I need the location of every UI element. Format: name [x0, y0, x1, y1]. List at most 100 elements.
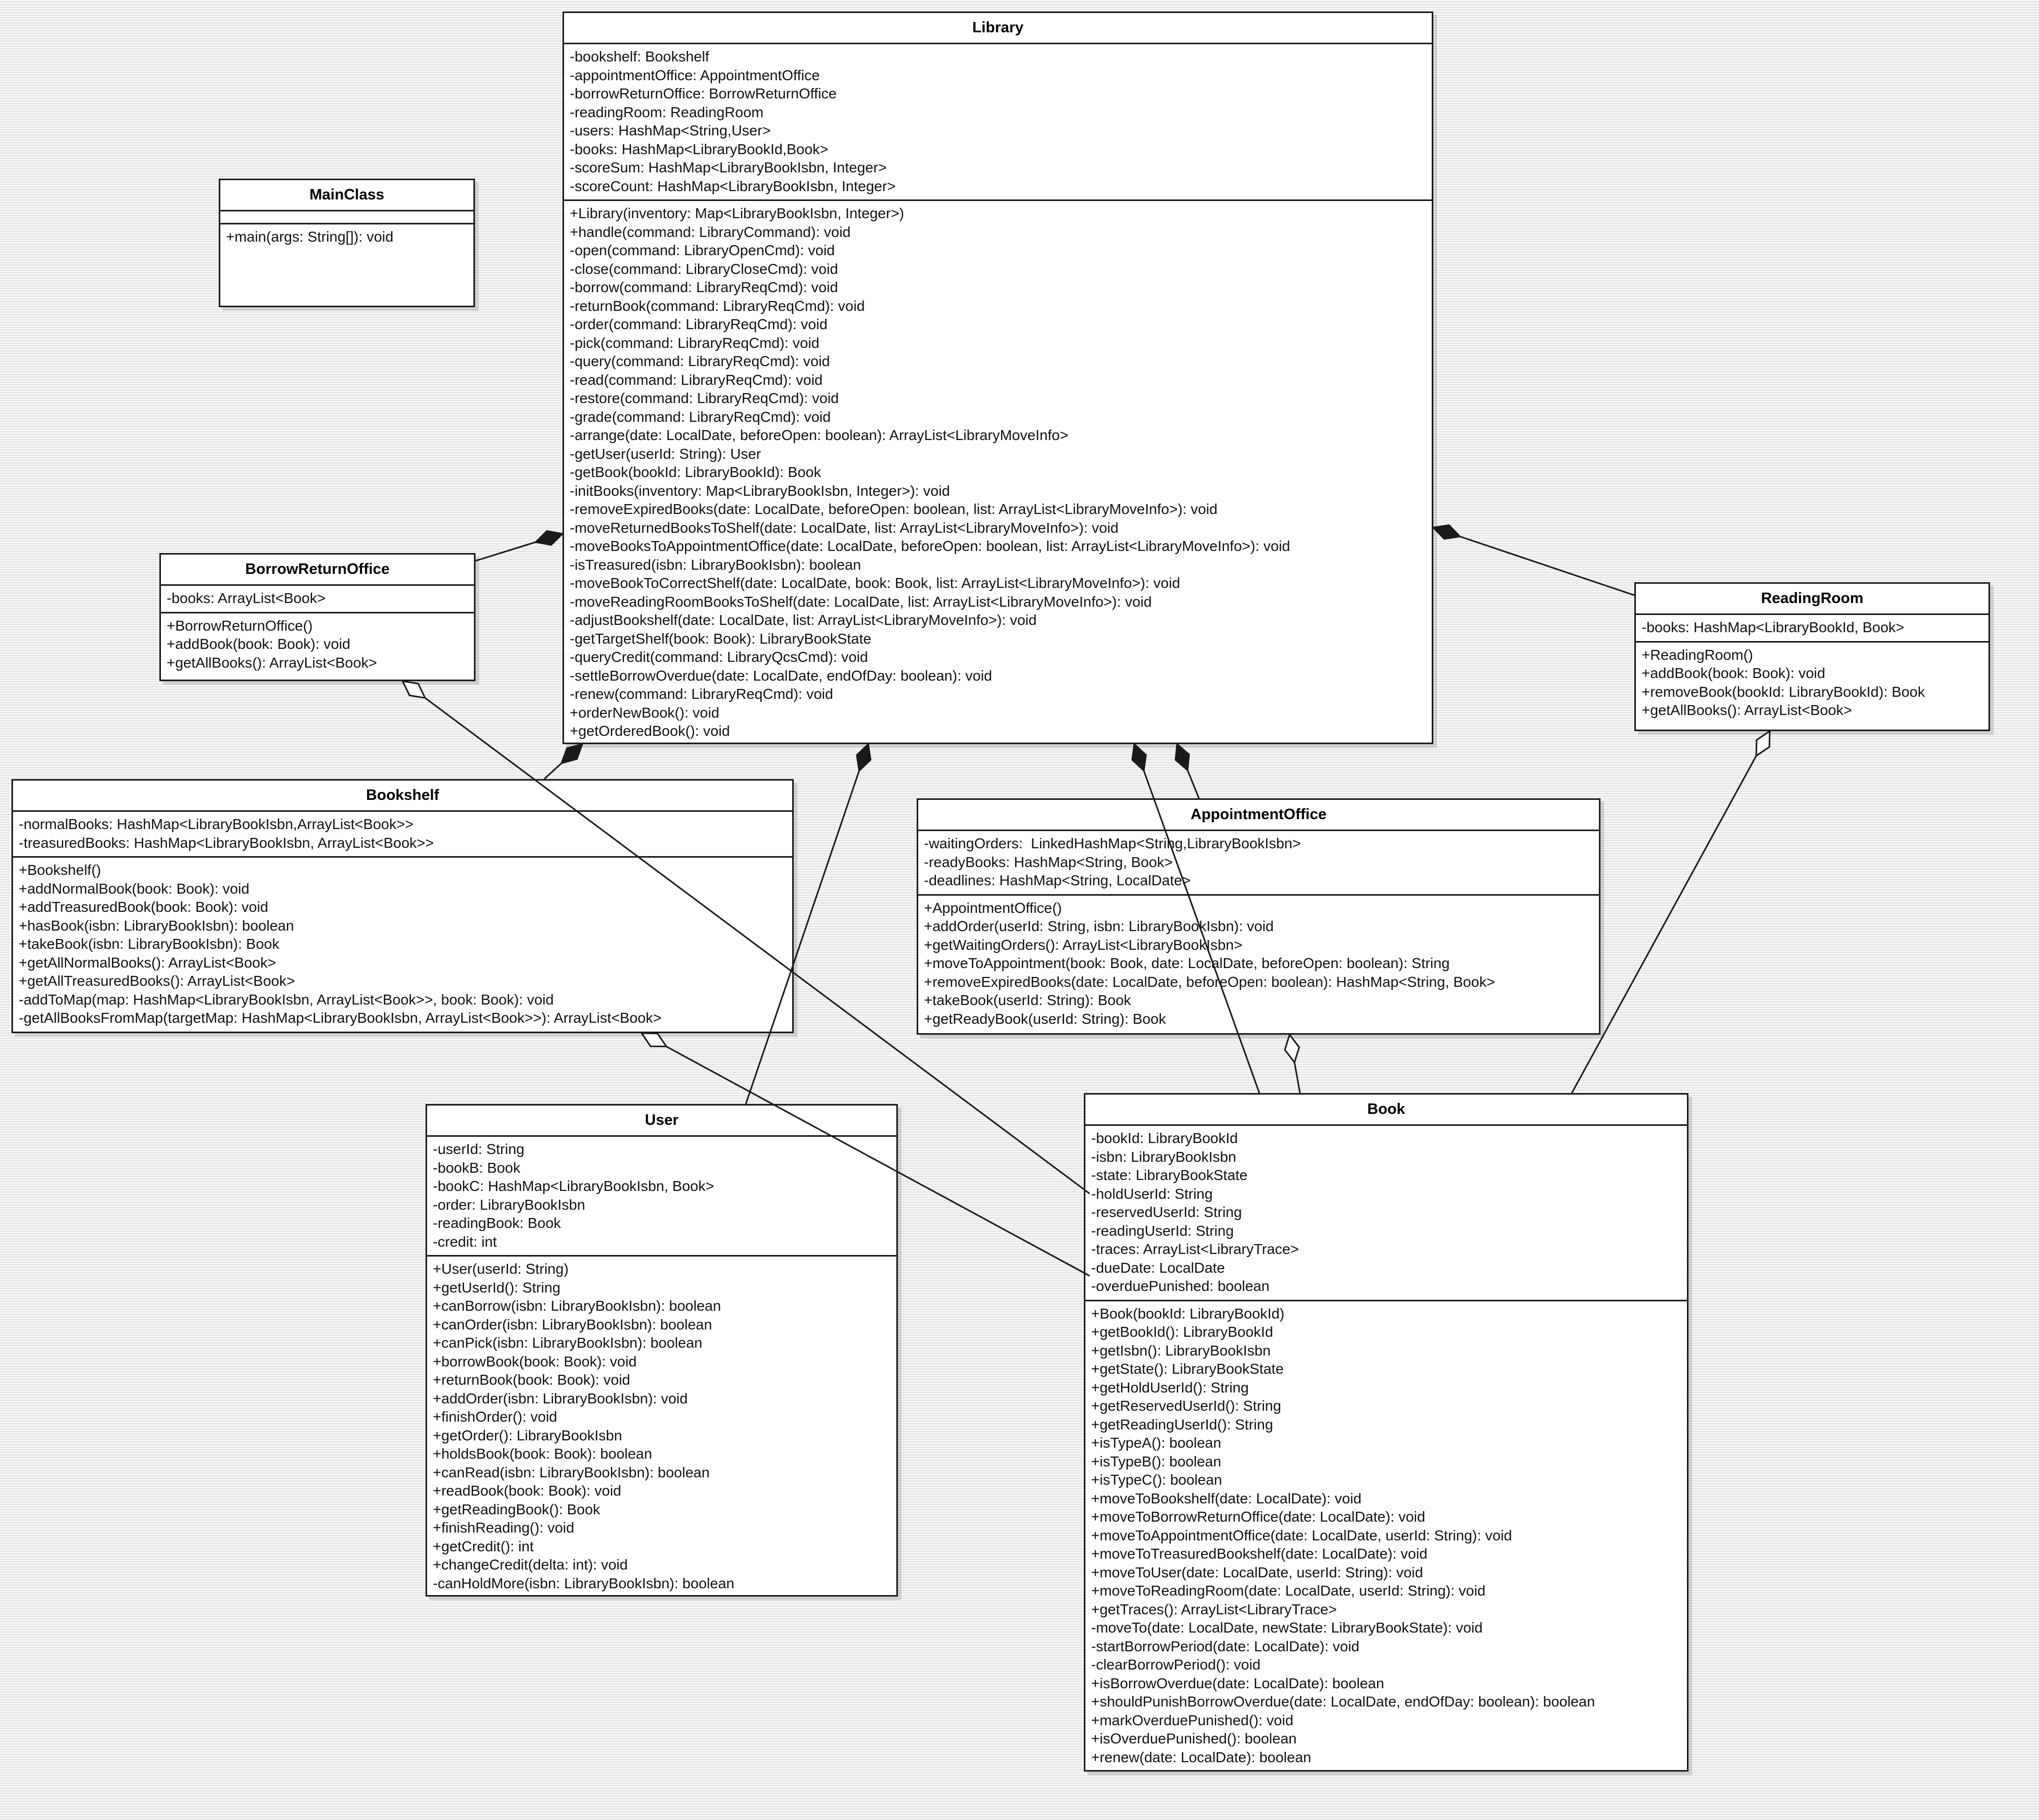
- method-list: +main(args: String[]): void: [220, 224, 473, 250]
- class-name: Book: [1085, 1095, 1687, 1126]
- class-method: +addOrder(userId: String, isbn: LibraryB…: [924, 918, 1274, 934]
- class-attribute: -state: LibraryBookState: [1091, 1167, 1248, 1183]
- class-method: -grade(command: LibraryReqCmd): void: [570, 408, 831, 425]
- class-method: +moveToTreasuredBookshelf(date: LocalDat…: [1091, 1546, 1428, 1562]
- class-method: -returnBook(command: LibraryReqCmd): voi…: [570, 297, 865, 314]
- filled-diamond-icon: [560, 743, 584, 764]
- class-attribute: -isbn: LibraryBookIsbn: [1091, 1148, 1236, 1165]
- class-method: +addTreasuredBook(book: Book): void: [19, 899, 269, 915]
- method-list: +Bookshelf() +addNormalBook(book: Book): …: [13, 858, 792, 1032]
- class-attribute: -readingBook: Book: [433, 1215, 561, 1231]
- class-attribute: -credit: int: [433, 1233, 497, 1250]
- composition-library-to-reading-room: [1431, 524, 1635, 596]
- class-method: +getReservedUserId(): String: [1091, 1398, 1281, 1414]
- class-library[interactable]: Library -bookshelf: Bookshelf -appointmen…: [562, 11, 1433, 744]
- class-method: -getBook(bookId: LibraryBookId): Book: [570, 464, 821, 480]
- class-method: -restore(command: LibraryReqCmd): void: [570, 390, 839, 406]
- class-bookshelf[interactable]: Bookshelf -normalBooks: HashMap<LibraryB…: [11, 779, 794, 1033]
- connector-line: [1186, 770, 1200, 799]
- class-method: +isBorrowOverdue(date: LocalDate): boole…: [1091, 1675, 1384, 1691]
- composition-library-to-borrow-return-office: [475, 530, 565, 562]
- class-attribute: -traces: ArrayList<LibraryTrace>: [1091, 1241, 1299, 1257]
- class-method: -moveBookToCorrectShelf(date: LocalDate,…: [570, 575, 1180, 591]
- class-borrow-return-office[interactable]: BorrowReturnOffice -books: ArrayList<Boo…: [159, 553, 476, 681]
- class-attribute: -order: LibraryBookIsbn: [433, 1196, 585, 1213]
- class-method: +orderNewBook(): void: [570, 704, 720, 721]
- class-method: +Library(inventory: Map<LibraryBookIsbn,…: [570, 205, 904, 221]
- class-method: -startBorrowPeriod(date: LocalDate): voi…: [1091, 1638, 1360, 1654]
- filled-diamond-icon: [856, 742, 872, 773]
- class-method: +moveToBorrowReturnOffice(date: LocalDat…: [1091, 1509, 1425, 1525]
- class-attribute: -bookshelf: Bookshelf: [570, 48, 709, 65]
- aggregation-reading-room-to-book: [1571, 730, 1771, 1094]
- class-attribute: -scoreSum: HashMap<LibraryBookIsbn, Inte…: [570, 159, 887, 175]
- class-method: -isTreasured(isbn: LibraryBookIsbn): boo…: [570, 556, 861, 573]
- class-attribute: -borrowReturnOffice: BorrowReturnOffice: [570, 85, 837, 102]
- class-method: +removeBook(bookId: LibraryBookId): Book: [1642, 683, 1925, 700]
- class-method: -getTargetShelf(book: Book): LibraryBook…: [570, 630, 871, 647]
- class-method: -moveReadingRoomBooksToShelf(date: Local…: [570, 593, 1152, 610]
- class-method: +addNormalBook(book: Book): void: [19, 880, 249, 897]
- class-method: +getReadingUserId(): String: [1091, 1416, 1273, 1433]
- class-method: +returnBook(book: Book): void: [433, 1372, 630, 1388]
- class-method: +getAllBooks(): ArrayList<Book>: [167, 654, 377, 671]
- class-attribute: -scoreCount: HashMap<LibraryBookIsbn, In…: [570, 178, 896, 194]
- class-method: +getOrder(): LibraryBookIsbn: [433, 1427, 622, 1444]
- class-method: -getUser(userId: String): User: [570, 445, 761, 462]
- class-method: +canPick(isbn: LibraryBookIsbn): boolean: [433, 1335, 703, 1351]
- connector-line: [543, 762, 562, 780]
- class-method: +addOrder(isbn: LibraryBookIsbn): void: [433, 1390, 688, 1407]
- class-attribute: -bookB: Book: [433, 1159, 521, 1176]
- attribute-list: -normalBooks: HashMap<LibraryBookIsbn,Ar…: [13, 812, 792, 858]
- class-method: -moveBooksToAppointmentOffice(date: Loca…: [570, 538, 1291, 554]
- class-appointment-office[interactable]: AppointmentOffice -waitingOrders: Linked…: [917, 798, 1600, 1035]
- class-method: -pick(command: LibraryReqCmd): void: [570, 334, 820, 351]
- class-method: -removeExpiredBooks(date: LocalDate, bef…: [570, 501, 1218, 517]
- class-name: Bookshelf: [13, 781, 792, 812]
- class-attribute: -books: HashMap<LibraryBookId,Book>: [570, 141, 829, 157]
- class-method: +isTypeB(): boolean: [1091, 1453, 1221, 1470]
- class-attribute: -bookC: HashMap<LibraryBookIsbn, Book>: [433, 1178, 715, 1194]
- class-method: +main(args: String[]): void: [226, 229, 394, 245]
- class-user[interactable]: User -userId: String-bookB: Book-bookC: …: [426, 1104, 898, 1597]
- class-method: +BorrowReturnOffice(): [167, 617, 313, 634]
- class-method: -settleBorrowOverdue(date: LocalDate, en…: [570, 667, 992, 684]
- class-main-class[interactable]: MainClass +main(args: String[]): void: [219, 179, 475, 307]
- class-name: Library: [564, 13, 1432, 44]
- class-method: -moveReturnedBooksToShelf(date: LocalDat…: [570, 519, 1119, 536]
- filled-diamond-icon: [1431, 524, 1462, 540]
- class-method: +hasBook(isbn: LibraryBookIsbn): boolean: [19, 917, 294, 934]
- class-method: +getBookId(): LibraryBookId: [1091, 1324, 1273, 1340]
- class-method: +getReadingBook(): Book: [433, 1501, 601, 1517]
- class-attribute: -deadlines: HashMap<String, LocalDate>: [924, 872, 1191, 888]
- class-reading-room[interactable]: ReadingRoom -books: HashMap<LibraryBookI…: [1634, 582, 1990, 731]
- class-method: +getAllNormalBooks(): ArrayList<Book>: [19, 954, 277, 971]
- class-method: +moveToBookshelf(date: LocalDate): void: [1091, 1490, 1362, 1507]
- class-method: -adjustBookshelf(date: LocalDate, list: …: [570, 612, 1037, 628]
- class-method: -clearBorrowPeriod(): void: [1091, 1656, 1261, 1673]
- class-attribute: -bookId: LibraryBookId: [1091, 1130, 1238, 1146]
- class-method: +getOrderedBook(): void: [570, 723, 730, 739]
- class-attribute: -overduePunished: boolean: [1091, 1278, 1270, 1294]
- class-method: +canRead(isbn: LibraryBookIsbn): boolean: [433, 1464, 710, 1480]
- class-method: +Book(bookId: LibraryBookId): [1091, 1305, 1285, 1322]
- hollow-diamond-icon: [401, 680, 427, 699]
- method-list: +BorrowReturnOffice()+addBook(book: Book…: [161, 613, 474, 676]
- class-method: +getAllTreasuredBooks(): ArrayList<Book>: [19, 973, 295, 989]
- class-method: -addToMap(map: HashMap<LibraryBookIsbn, …: [19, 991, 554, 1008]
- class-attribute: -dueDate: LocalDate: [1091, 1259, 1225, 1276]
- method-list: +Book(bookId: LibraryBookId) +getBookId()…: [1085, 1301, 1687, 1771]
- class-method: +getAllBooks(): ArrayList<Book>: [1642, 702, 1852, 718]
- class-method: +Bookshelf(): [19, 862, 101, 878]
- class-method: +borrowBook(book: Book): void: [433, 1353, 637, 1370]
- class-method: +holdsBook(book: Book): boolean: [433, 1446, 653, 1462]
- class-attribute: -books: ArrayList<Book>: [167, 590, 326, 606]
- class-attribute: -appointmentOffice: AppointmentOffice: [570, 67, 820, 83]
- class-method: -order(command: LibraryReqCmd): void: [570, 316, 828, 332]
- class-attribute: -readyBooks: HashMap<String, Book>: [924, 853, 1173, 870]
- attribute-list: -books: HashMap<LibraryBookId, Book>: [1636, 615, 1988, 643]
- class-method: +getCredit(): int: [433, 1538, 534, 1554]
- attribute-list: -userId: String-bookB: Book-bookC: HashM…: [427, 1137, 896, 1257]
- class-attribute: -holdUserId: String: [1091, 1185, 1213, 1202]
- class-book[interactable]: Book -bookId: LibraryBookId -isbn: Librar…: [1084, 1093, 1688, 1772]
